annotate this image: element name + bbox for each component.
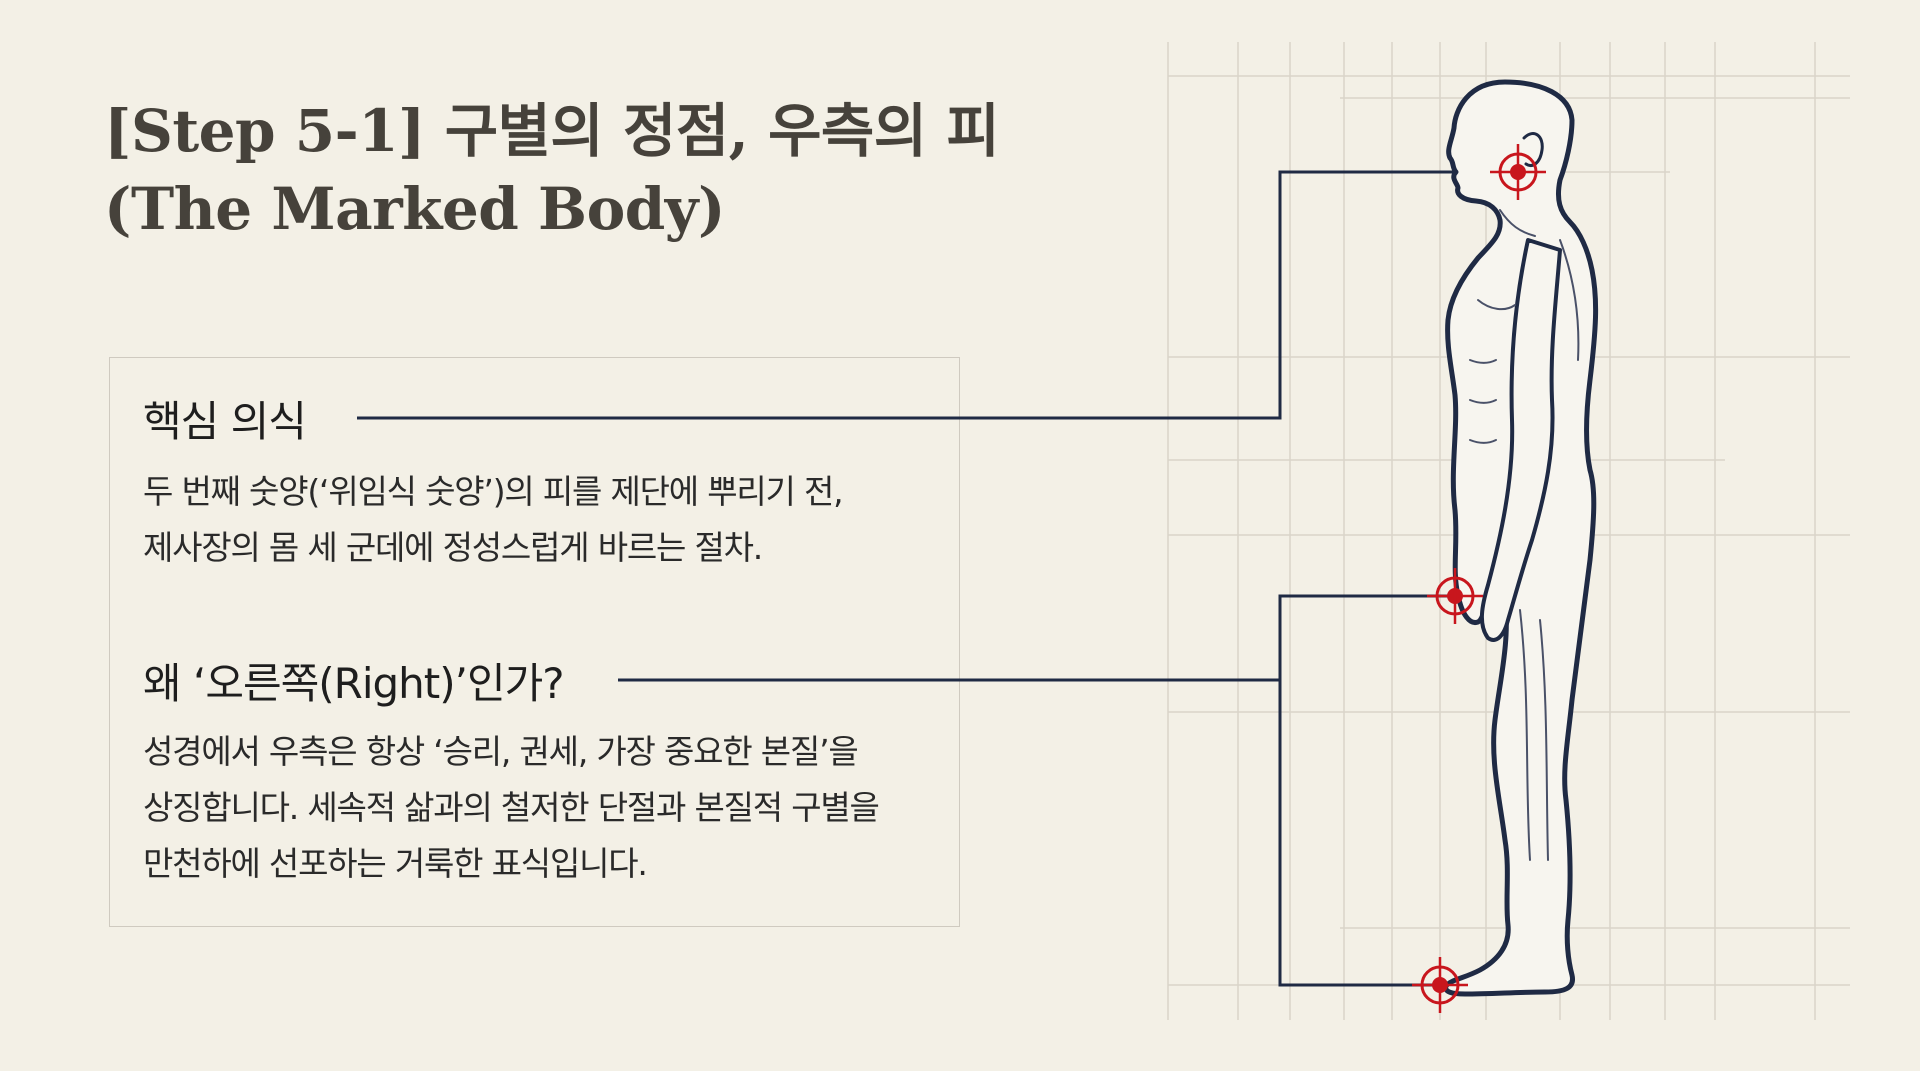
title-line-2: (The Marked Body) xyxy=(104,175,725,243)
toe-target-icon xyxy=(1412,957,1468,1013)
callout-lines xyxy=(357,170,1518,987)
info-box xyxy=(109,357,960,927)
body-line: 제사장의 몸 세 군데에 정성스럽게 바르는 절차. xyxy=(143,528,763,567)
arm xyxy=(1480,238,1562,642)
callout-line-toe xyxy=(1278,680,1440,987)
thumb-target-icon xyxy=(1427,568,1483,624)
body-line: 상징합니다. 세속적 삶과의 철저한 단절과 본질적 구별을 xyxy=(143,788,880,827)
ear-target-icon xyxy=(1490,144,1546,200)
body-line: 성경에서 우측은 항상 ‘승리, 권세, 가장 중요한 본질’을 xyxy=(143,732,859,771)
section-body-core-ritual: 두 번째 숫양(‘위임식 숫양’)의 피를 제단에 뿌리기 전, 제사장의 몸 … xyxy=(143,464,844,576)
callout-line-thumb xyxy=(618,594,1455,682)
human-figure xyxy=(1443,79,1599,997)
section-heading-why-right: 왜 ‘오른쪽(Right)’인가? xyxy=(143,659,565,708)
page-title: [Step 5-1] 구별의 정점, 우측의 피 (The Marked Bod… xyxy=(104,92,1000,248)
title-line-1: [Step 5-1] 구별의 정점, 우측의 피 xyxy=(104,97,1000,165)
body-line: 두 번째 숫양(‘위임식 숫양’)의 피를 제단에 뿌리기 전, xyxy=(143,472,844,511)
body-line: 만천하에 선포하는 거룩한 표식입니다. xyxy=(143,844,648,883)
ear xyxy=(1522,132,1544,167)
callout-line-ear xyxy=(357,170,1518,420)
section-body-why-right: 성경에서 우측은 항상 ‘승리, 권세, 가장 중요한 본질’을 상징합니다. … xyxy=(143,724,880,892)
section-heading-core-ritual: 핵심 의식 xyxy=(143,397,307,446)
